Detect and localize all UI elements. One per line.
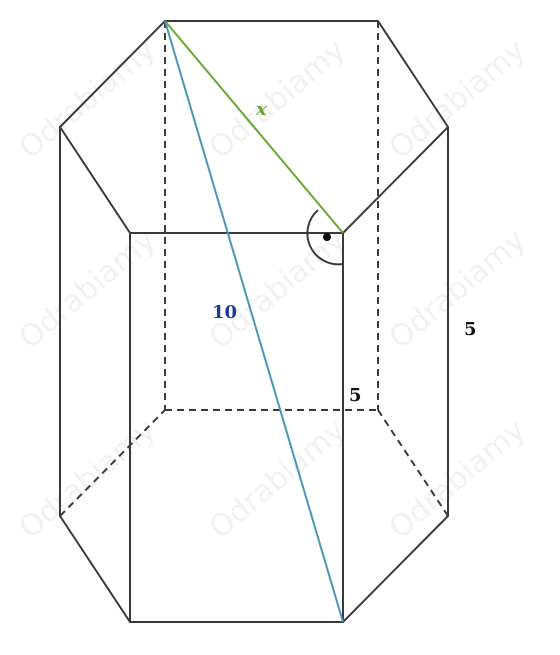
label-height-right: 5 [464,319,477,340]
space-diagonal [164,20,344,623]
right-angle-dot [323,233,331,241]
bottom-edge-left-front [59,515,131,623]
bottom-edge-right-front [342,515,449,623]
hidden-bottom-edge-left-back [59,409,166,517]
top-edge-right-back [377,20,449,128]
label-x: x [255,99,267,120]
label-height-inner: 5 [349,385,362,406]
watermark: Odrabiamy [383,223,533,357]
top-edge-left-back [59,20,166,128]
watermark: Odrabiamy [203,413,353,547]
top-edge-left-front [59,126,131,234]
watermark: Odrabiamy [203,33,353,167]
watermark: Odrabiamy [13,413,163,547]
segment-x [164,20,344,234]
watermark: Odrabiamy [383,413,533,547]
watermark: Odrabiamy [203,223,353,357]
top-edge-right-front [342,126,449,234]
hidden-bottom-edge-right-back [377,409,449,517]
watermark: Odrabiamy [13,223,163,357]
watermark: Odrabiamy [383,33,533,167]
right-angle-arc [306,209,344,266]
watermark-layer: Odrabiamy Odrabiamy Odrabiamy Odrabiamy … [13,33,533,547]
label-diagonal: 10 [212,302,237,323]
